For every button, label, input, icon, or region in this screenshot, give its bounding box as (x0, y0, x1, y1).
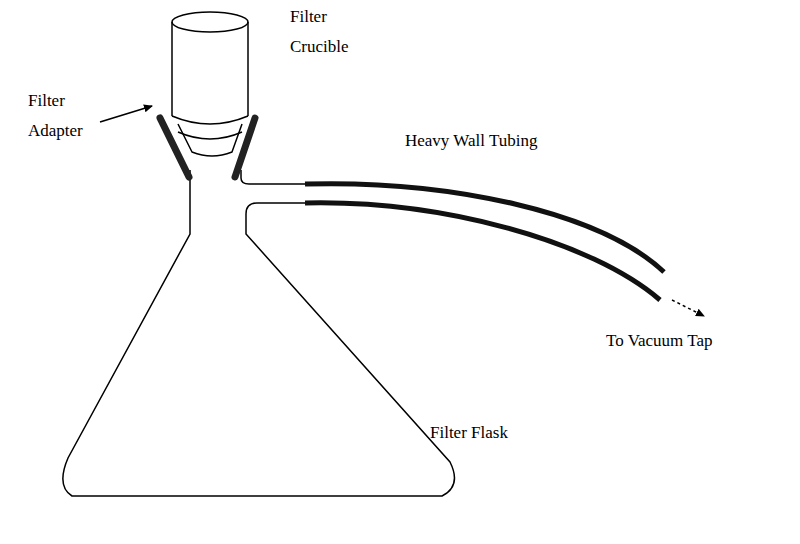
adapter-side (235, 118, 255, 177)
adapter-side (160, 118, 189, 177)
crucible-band (178, 132, 242, 139)
label-slot: Filter Crucible (290, 2, 368, 62)
part-label: Filter Crucible (290, 2, 368, 62)
flask-sidearm (241, 170, 305, 184)
filter-adapter (160, 118, 255, 177)
part-label: Filter Flask (430, 418, 508, 448)
label-slot: Filter Adapter (28, 86, 100, 146)
label-slot: To Vacuum Tap (606, 326, 713, 356)
filter-crucible (172, 12, 248, 156)
heavy-wall-tubing (305, 184, 664, 300)
filter-flask (63, 170, 455, 496)
part-label: Heavy Wall Tubing (405, 126, 537, 156)
tubing-wall (305, 184, 664, 272)
flask-outline (63, 170, 455, 496)
crucible-rim (172, 12, 248, 32)
part-label: Filter Adapter (28, 86, 100, 146)
crucible-lip (172, 116, 248, 124)
leader-arrow (100, 106, 152, 122)
crucible-stem (178, 124, 242, 156)
label-slot: Heavy Wall Tubing (405, 126, 537, 156)
part-label: To Vacuum Tap (606, 326, 713, 356)
tubing-wall (305, 203, 660, 300)
label-slot: Filter Flask (430, 418, 508, 448)
flow-arrow (672, 300, 704, 316)
crucible-wall (171, 22, 173, 116)
crucible-wall (247, 22, 249, 116)
